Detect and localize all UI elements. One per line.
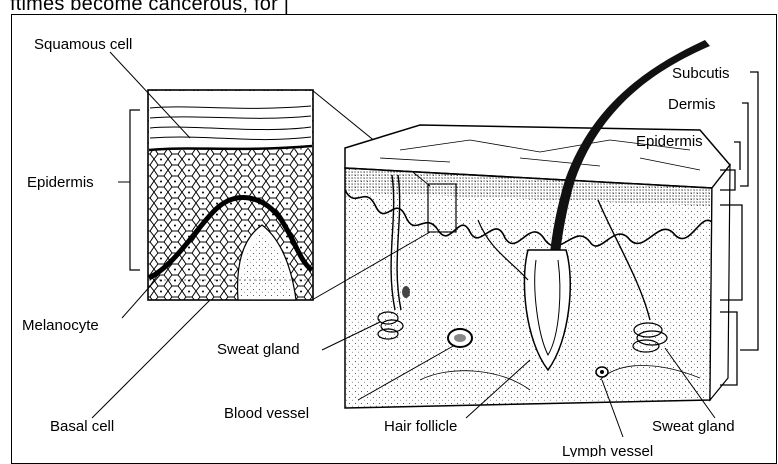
label-lymph-vessel: Lymph vessel [562,443,653,457]
epidermis-inset [148,90,313,300]
label-epidermis-right: Epidermis [636,133,703,150]
label-subcutis: Subcutis [672,65,730,82]
label-melanocyte: Melanocyte [22,317,99,334]
label-basal-cell: Basal cell [50,418,114,435]
label-blood-vessel: Blood vessel [224,405,309,422]
label-hair-follicle: Hair follicle [384,418,457,435]
label-epidermis-left: Epidermis [27,174,94,191]
label-dermis: Dermis [668,96,716,113]
label-sweat-gland-left: Sweat gland [217,341,300,358]
label-squamous-cell: Squamous cell [34,36,132,53]
label-sweat-gland-right: Sweat gland [652,418,735,435]
epidermis-left-bracket [130,110,140,270]
